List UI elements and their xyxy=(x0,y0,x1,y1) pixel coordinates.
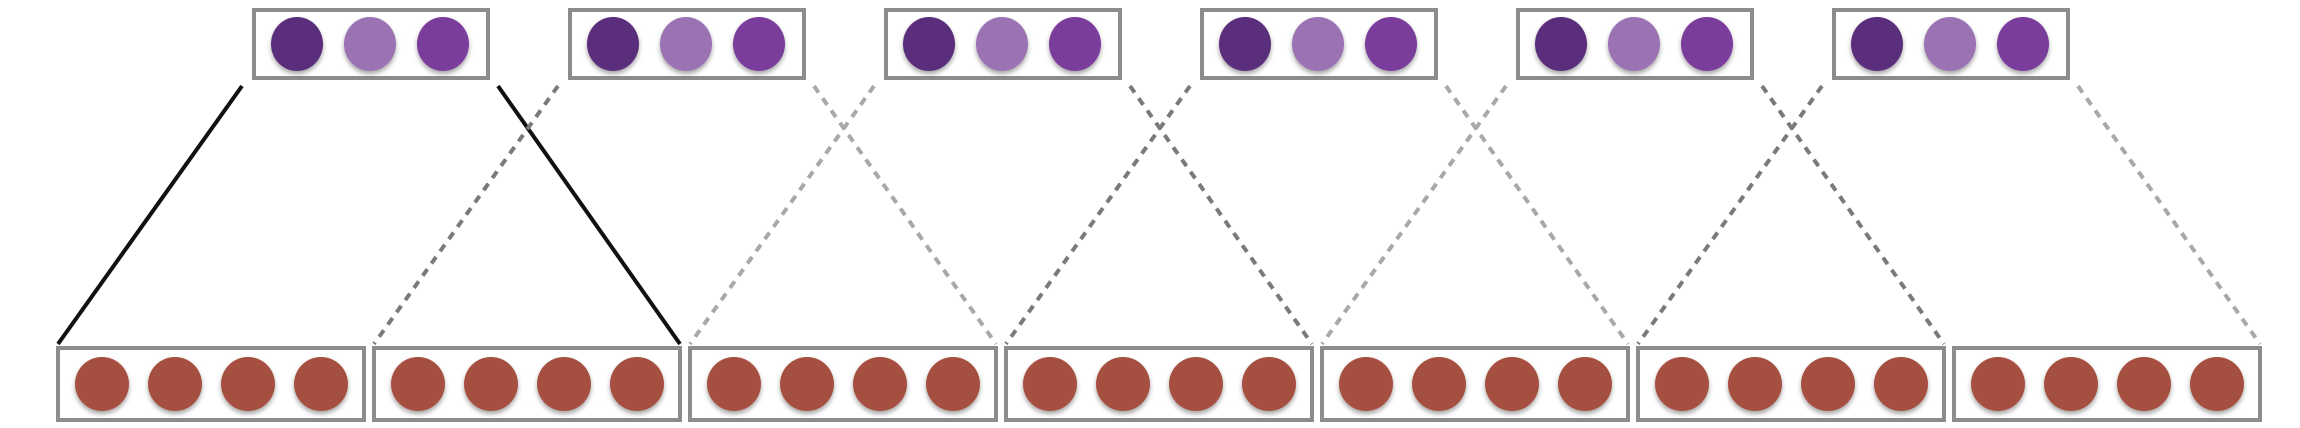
output-box xyxy=(1832,8,2070,80)
input-unit xyxy=(780,357,834,411)
output-unit xyxy=(417,17,469,71)
input-unit xyxy=(1242,357,1296,411)
connection-line-left xyxy=(56,84,244,346)
input-unit xyxy=(2044,357,2098,411)
output-unit xyxy=(1219,17,1271,71)
input-layer xyxy=(56,346,2262,422)
connection-line-right xyxy=(1760,84,1946,346)
input-box xyxy=(1636,346,1946,422)
output-unit xyxy=(660,17,712,71)
output-unit xyxy=(1049,17,1101,71)
output-box xyxy=(884,8,1122,80)
output-unit xyxy=(1851,17,1903,71)
input-unit xyxy=(537,357,591,411)
input-unit xyxy=(221,357,275,411)
output-layer xyxy=(252,8,2070,80)
input-unit xyxy=(1655,357,1709,411)
output-unit xyxy=(271,17,323,71)
input-box xyxy=(1952,346,2262,422)
input-box xyxy=(1320,346,1630,422)
input-unit xyxy=(1339,357,1393,411)
output-unit xyxy=(1608,17,1660,71)
output-unit xyxy=(903,17,955,71)
connections-layer xyxy=(56,84,2262,346)
connection-line-left xyxy=(372,84,560,346)
input-unit xyxy=(1096,357,1150,411)
input-unit xyxy=(464,357,518,411)
input-unit xyxy=(1971,357,2025,411)
output-box xyxy=(568,8,806,80)
input-box xyxy=(1004,346,1314,422)
connection-line-left xyxy=(1004,84,1192,346)
connection-line-right xyxy=(2076,84,2262,346)
input-unit xyxy=(707,357,761,411)
output-unit xyxy=(1535,17,1587,71)
output-unit xyxy=(344,17,396,71)
output-unit xyxy=(733,17,785,71)
input-unit xyxy=(148,357,202,411)
input-unit xyxy=(926,357,980,411)
input-unit xyxy=(2190,357,2244,411)
output-box xyxy=(1516,8,1754,80)
input-unit xyxy=(1023,357,1077,411)
output-unit xyxy=(1924,17,1976,71)
input-unit xyxy=(1169,357,1223,411)
input-unit xyxy=(1874,357,1928,411)
output-unit xyxy=(1681,17,1733,71)
output-box xyxy=(252,8,490,80)
input-unit xyxy=(1485,357,1539,411)
input-box xyxy=(56,346,366,422)
input-unit xyxy=(610,357,664,411)
input-unit xyxy=(75,357,129,411)
connection-line-right xyxy=(812,84,998,346)
input-unit xyxy=(391,357,445,411)
output-unit xyxy=(587,17,639,71)
input-box xyxy=(688,346,998,422)
output-unit xyxy=(1292,17,1344,71)
connection-line-right xyxy=(1128,84,1314,346)
output-unit xyxy=(1997,17,2049,71)
output-unit xyxy=(1365,17,1417,71)
input-unit xyxy=(1728,357,1782,411)
input-unit xyxy=(1412,357,1466,411)
input-unit xyxy=(2117,357,2171,411)
input-unit xyxy=(1801,357,1855,411)
connection-line-left xyxy=(688,84,876,346)
input-box xyxy=(372,346,682,422)
connection-line-right xyxy=(496,84,682,346)
input-unit xyxy=(853,357,907,411)
connection-line-left xyxy=(1636,84,1824,346)
input-unit xyxy=(294,357,348,411)
output-unit xyxy=(976,17,1028,71)
output-box xyxy=(1200,8,1438,80)
connection-line-left xyxy=(1320,84,1508,346)
input-unit xyxy=(1558,357,1612,411)
connection-line-right xyxy=(1444,84,1630,346)
